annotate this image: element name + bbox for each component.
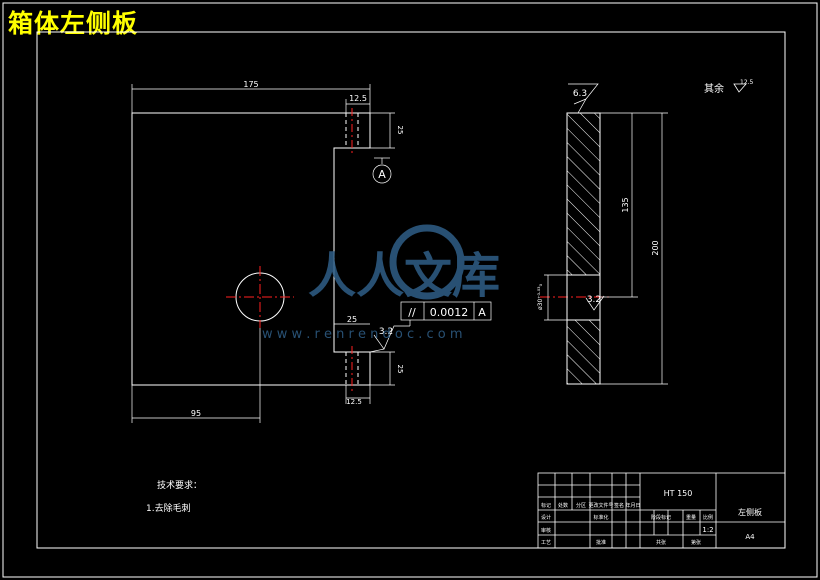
dim-side-200: 200 [651,240,660,255]
tb-label: 标准化 [593,514,608,521]
tb-label: 重量 [686,514,696,521]
front-dimension-text: 175 12.5 25 25 25 12.5 95 A 3.2 // 0.001… [191,80,486,418]
inner-frame [36,31,786,549]
dim-hole-offset: 95 [191,409,201,418]
watermark-logo: 人人文库 w w w . r e n r e n d o c . c o m [262,224,500,342]
front-view-outline [131,112,371,386]
dim-slot-width-bottom: 12.5 [346,398,362,406]
tb-label: 比例 [703,514,713,521]
drawing-title: 箱体左侧板 [8,9,139,38]
tb-label: 年月日 [625,502,640,509]
tb-label: 审核 [541,527,551,534]
tb-label: 设计 [541,514,551,521]
tolerance-value: 0.0012 [430,306,469,319]
side-roughness-hole: 3.2 [587,295,601,305]
tb-label: 阶段标记 [651,514,671,521]
watermark-url: w w w . r e n r e n d o c . c o m [262,327,463,342]
tb-label: 工艺 [541,540,551,546]
front-dimensions [131,84,492,423]
tb-label: 更改文件号 [588,502,613,509]
dim-slot-width-top: 12.5 [349,94,367,103]
tb-label: 标记 [541,502,551,509]
part-name: 左侧板 [738,507,762,517]
tech-req-title: 技术要求： [157,479,202,491]
tb-label: 分区 [576,502,586,509]
drawing-number: A4 [745,533,755,541]
datum-label: A [378,168,386,181]
tb-label: 处数 [558,502,568,509]
tolerance-symbol: // [408,306,416,319]
tb-label: 批准 [596,539,606,546]
scale: 1:2 [702,526,713,534]
tb-label: 第张 [691,539,701,546]
dim-slot-depth: 25 [347,315,357,324]
tb-label: 签名 [614,502,624,509]
side-dimensions [544,83,668,385]
dim-slot-height-top: 25 [396,126,404,135]
dim-side-hole-diameter: ø30⁺⁰·⁰³₀ [537,283,544,310]
other-roughness-note: 其余 12.5 [704,79,754,95]
side-roughness-top: 6.3 [573,89,587,99]
dim-side-135: 135 [621,197,630,212]
material: HT 150 [664,489,693,498]
other-roughness-label: 其余 [704,82,724,95]
tb-label: 共张 [656,539,666,546]
side-view: 6.3 3.2 135 200 ø30⁺⁰·⁰³₀ [537,83,668,385]
title-block-text: HT 150 左侧板 1:2 A4 标记 处数 分区 更改文件号 签名 年月日 … [541,489,762,546]
dim-overall-width: 175 [243,80,258,89]
watermark-brand: 人人文库 [308,248,500,304]
front-roughness-value: 3.2 [379,327,393,337]
dim-slot-height-bottom: 25 [396,365,404,374]
other-roughness-value: 12.5 [740,79,754,86]
title-block [537,472,786,549]
tech-req-item: 1.去除毛刺 [146,502,191,514]
tolerance-datum: A [478,306,486,319]
